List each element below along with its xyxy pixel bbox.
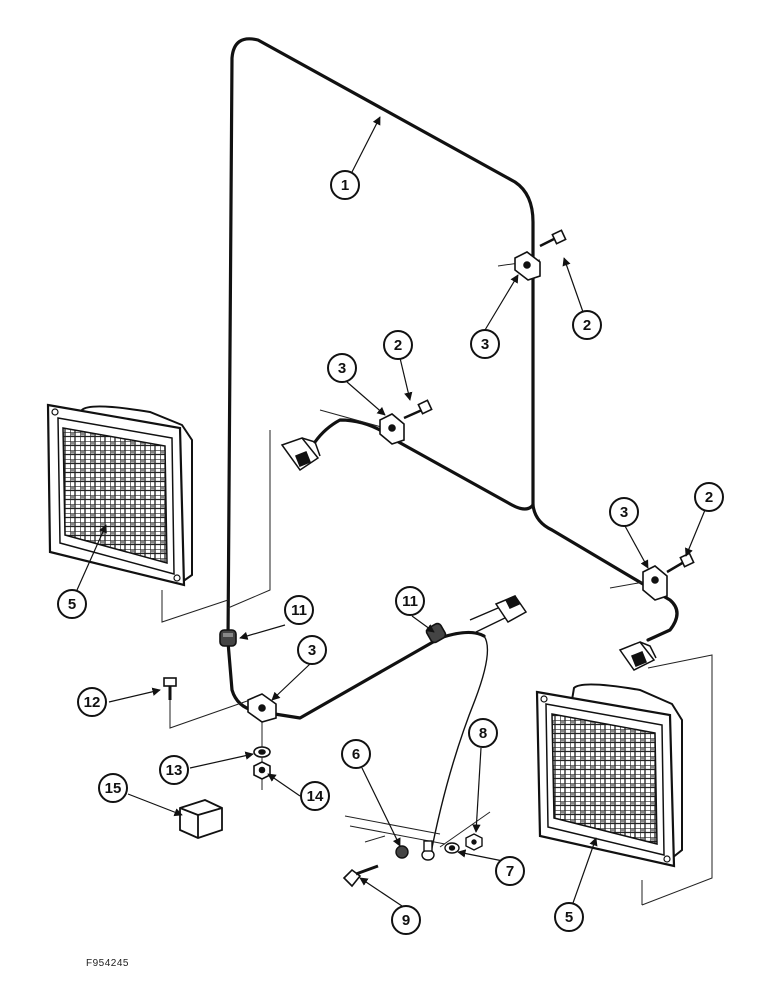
callout-7: 7 (495, 856, 525, 886)
callout-15-label: 15 (105, 780, 122, 797)
work-lamp-left (46, 403, 193, 587)
callout-14: 14 (300, 781, 330, 811)
work-lamp-right (535, 683, 683, 868)
callout-14-label: 14 (307, 788, 324, 805)
callout-11-right-label: 11 (402, 593, 418, 610)
callout-8-label: 8 (479, 725, 487, 742)
callout-6-label: 6 (352, 746, 360, 763)
grommet-right (425, 622, 447, 644)
clip-middle (379, 413, 405, 445)
callout-9-label: 9 (402, 912, 410, 929)
nut-8 (465, 833, 483, 851)
screw-upper-right (539, 229, 567, 248)
callout-12: 12 (77, 687, 107, 717)
main-harness (226, 37, 679, 720)
callout-12-label: 12 (84, 694, 101, 711)
callout-5-left-label: 5 (68, 596, 76, 613)
callout-8: 8 (468, 718, 498, 748)
callout-3-right: 3 (609, 497, 639, 527)
callout-15: 15 (98, 773, 128, 803)
lamp-connector-right (618, 641, 657, 671)
callout-11-left: 11 (284, 595, 314, 625)
callout-3-upper-label: 3 (481, 336, 489, 353)
part-15-block (179, 799, 223, 839)
callout-leaders (76, 116, 706, 907)
nut-14 (253, 761, 271, 780)
callout-1-label: 1 (341, 177, 349, 194)
bolt-12 (163, 677, 177, 700)
callout-11-left-label: 11 (291, 602, 307, 619)
callout-2-upper-label: 2 (583, 317, 591, 334)
screw-middle (403, 399, 433, 420)
callout-3-upper: 3 (470, 329, 500, 359)
clip-upper-right (514, 251, 541, 281)
callout-6: 6 (341, 739, 371, 769)
clip-right (642, 565, 668, 601)
callout-1: 1 (330, 170, 360, 200)
callout-3-middle-label: 3 (338, 360, 346, 377)
callout-13-label: 13 (166, 762, 183, 779)
callout-2-right: 2 (694, 482, 724, 512)
washer-7 (444, 842, 460, 854)
lamp-connector-left (280, 437, 321, 472)
screw-right (666, 552, 695, 574)
callout-3-right-label: 3 (620, 504, 628, 521)
ring-terminal (421, 840, 435, 861)
callout-9: 9 (391, 905, 421, 935)
callout-3-lower: 3 (297, 635, 327, 665)
callout-5-right: 5 (554, 902, 584, 932)
clip-lower (247, 693, 277, 723)
grommet-left (219, 629, 237, 647)
callout-2-middle: 2 (383, 330, 413, 360)
callout-11-right: 11 (395, 586, 425, 616)
callout-5-left: 5 (57, 589, 87, 619)
callout-2-upper: 2 (572, 310, 602, 340)
callout-3-lower-label: 3 (308, 642, 316, 659)
callout-3-middle: 3 (327, 353, 357, 383)
callout-2-middle-label: 2 (394, 337, 402, 354)
callout-5-right-label: 5 (565, 909, 573, 926)
callout-7-label: 7 (506, 863, 514, 880)
washer-13 (253, 746, 271, 758)
figure-id: F954245 (86, 958, 129, 969)
harness-plug (494, 595, 528, 623)
callout-2-right-label: 2 (705, 489, 713, 506)
bolt-9 (342, 864, 379, 888)
callout-13: 13 (159, 755, 189, 785)
star-washer-6 (395, 845, 409, 859)
